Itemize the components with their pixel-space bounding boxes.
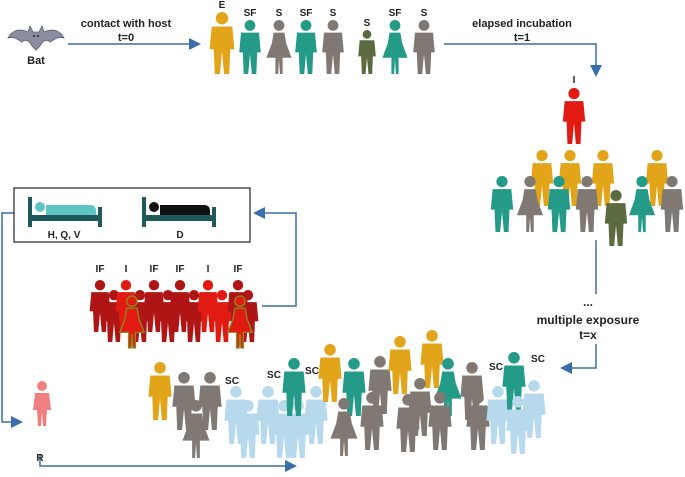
bottom-crowd-person-icon [506, 396, 530, 454]
infected-group-person-icon [226, 295, 254, 349]
incubation-time: t=1 [514, 32, 530, 44]
infected-group-label: IF [234, 264, 243, 275]
super-carrier-label: SC [225, 376, 239, 387]
group1-person-icon [382, 20, 408, 74]
infected-group-label: IF [150, 264, 159, 275]
right-crowd-person-icon [628, 176, 656, 232]
right-crowd-person-icon [591, 150, 615, 206]
right-crowd-person-icon [547, 176, 571, 232]
group1-label: S [330, 8, 337, 19]
group1-person-icon [413, 20, 435, 74]
super-carrier-label: SC [489, 362, 503, 373]
incubation-label: elapsed incubation [472, 18, 572, 30]
group1-person-icon [209, 12, 235, 74]
infected-to-outcome-arrow [253, 207, 297, 307]
group1-label: S [364, 18, 371, 29]
exposure-label: multiple exposure [537, 313, 640, 327]
bottom-crowd-person-icon [434, 358, 462, 416]
recovered-person-icon [33, 381, 51, 426]
bottom-crowd-person-icon [420, 330, 444, 388]
super-carrier-label: SC [267, 370, 281, 381]
death-label: D [176, 230, 183, 241]
right-crowd-person-icon [660, 176, 684, 232]
hospital-bed-icon [28, 197, 102, 227]
left-to-recovered-arrow [1, 212, 23, 428]
bottom-crowd-person-icon [388, 336, 412, 394]
right-crowd-person-icon [516, 176, 544, 232]
bottom-crowd-person-icon [318, 344, 342, 402]
bottom-crowd-person-icon [408, 378, 432, 436]
recovered-to-crowd-arrow [39, 454, 297, 472]
death-bed-icon [142, 197, 216, 227]
group1-person-icon [295, 20, 317, 74]
bottom-crowd-person-icon [236, 400, 260, 458]
infected-group-person-icon [211, 290, 233, 342]
bottom-crowd-person-icon [428, 392, 452, 450]
infected-single-label: I [573, 75, 576, 86]
infected-group-person-icon [143, 280, 165, 332]
infected-group-person-icon [183, 290, 205, 342]
group1-person-icon [266, 20, 292, 74]
contact-time: t=0 [118, 32, 134, 44]
bottom-crowd-person-icon [148, 362, 172, 420]
infected-group-label: IF [176, 264, 185, 275]
infected-group-person-icon [197, 280, 219, 332]
group1-label: E [219, 0, 226, 11]
bottom-crowd-person-icon [368, 356, 392, 414]
group1-label: S [421, 8, 428, 19]
group1-person-icon [322, 20, 344, 74]
bottom-crowd-person-icon [330, 398, 358, 456]
group1-label: SF [244, 8, 257, 19]
infected-group-person-icon [89, 280, 111, 332]
exposure-arrow [560, 344, 597, 374]
infected-single-person-icon [562, 88, 586, 144]
bat-label: Bat [27, 55, 45, 67]
bottom-crowd-person-icon [360, 392, 384, 450]
recovered-label: R [36, 453, 44, 464]
exposure-ellipsis: ... [583, 295, 593, 309]
bat-icon [7, 24, 65, 51]
infected-group-label: IF [96, 264, 105, 275]
infected-group-person-icon [169, 280, 191, 332]
right-crowd-person-icon [490, 176, 514, 232]
infected-group-person-icon [118, 295, 146, 349]
super-carrier-label: SC [305, 366, 319, 377]
infected-group-label: I [125, 264, 128, 275]
group1-person-icon [358, 30, 376, 74]
group1-person-icon [239, 20, 261, 74]
incubation-arrow [444, 43, 602, 77]
right-crowd-person-icon [604, 190, 628, 246]
exposure-time: t=x [579, 328, 597, 342]
contact-label: contact with host [81, 18, 172, 30]
bottom-crowd-person-icon [182, 400, 210, 458]
bottom-crowd-person-icon [522, 380, 546, 438]
group1-label: S [276, 8, 283, 19]
group1-label: SF [389, 8, 402, 19]
bottom-crowd-person-icon [282, 358, 306, 416]
hospital-label: H, Q, V [48, 230, 81, 241]
bottom-crowd-person-icon [198, 372, 222, 430]
bottom-crowd-person-icon [486, 386, 510, 444]
group1-label: SF [300, 8, 313, 19]
bottom-crowd-person-icon [304, 386, 328, 444]
people-layer: E SF S SF S S SF S I IF I IF IF I IF SC SC SC SC SC [89, 0, 684, 458]
right-crowd-person-icon [575, 176, 599, 232]
bottom-crowd-person-icon [466, 392, 490, 450]
infected-group-label: I [207, 264, 210, 275]
super-carrier-label: SC [531, 354, 545, 365]
